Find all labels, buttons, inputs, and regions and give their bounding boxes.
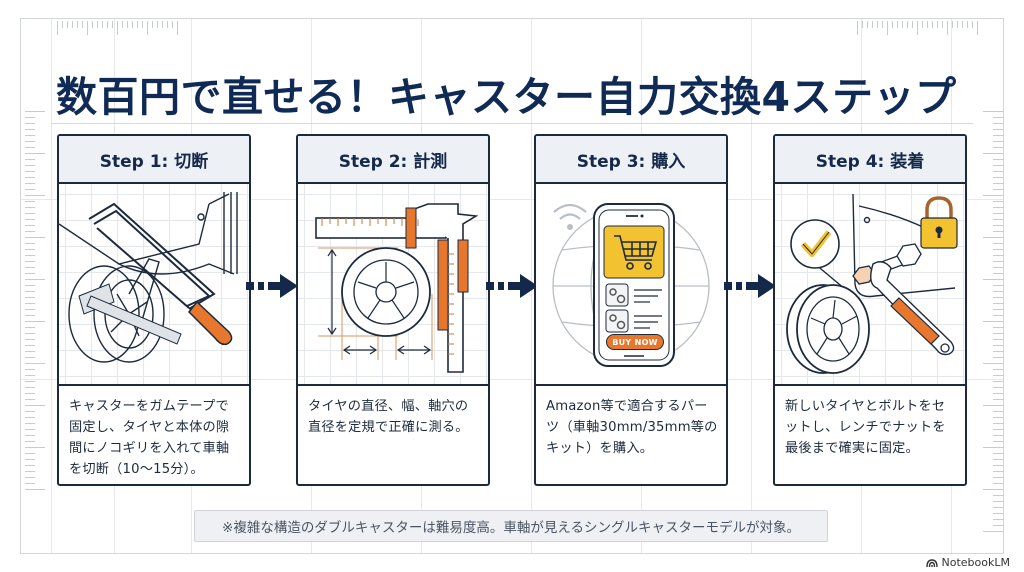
illustration-smartphone: BUY NOW: [536, 184, 726, 386]
page-title: 数百円で直せる！キャスター自力交換4ステップ: [56, 73, 957, 122]
hacksaw-icon: [59, 192, 238, 363]
step-description: タイヤの直径、幅、軸穴の直径を定規で正確に測る。: [308, 399, 469, 435]
buy-now-button[interactable]: BUY NOW: [606, 334, 664, 350]
smartphone-cart-icon: [552, 203, 710, 367]
notebooklm-logo-icon: [925, 558, 938, 567]
brand-watermark: NotebookLM: [925, 556, 1010, 569]
ruler-left: [25, 111, 47, 495]
brand-name: NotebookLM: [941, 556, 1010, 569]
step-card-3: Step 3: 購入: [534, 134, 728, 486]
step-header: Step 1: 切断: [59, 136, 249, 184]
illustration-caliper: [298, 184, 488, 386]
footnote: ※複雑な構造のダブルキャスターは難易度高。車軸が見えるシングルキャスターモデルが…: [194, 510, 828, 542]
arrow-right-icon: [246, 274, 298, 298]
grid-line: [21, 199, 1003, 200]
step-card-4: Step 4: 装着: [773, 134, 967, 486]
grid-line: [21, 379, 1003, 380]
step-header: Step 3: 購入: [536, 136, 726, 184]
ruler-top-left: [57, 21, 182, 35]
arrow-right-icon: [486, 274, 538, 298]
step-header: Step 2: 計測: [298, 136, 488, 184]
arrow-right-icon: [724, 274, 776, 298]
wrench-wheel-icon: [786, 193, 958, 374]
step-description: Amazon等で適合するパーツ（車軸30mm/35mm等のキット）を購入。: [546, 399, 718, 456]
step-header: Step 4: 装着: [775, 136, 965, 184]
step-card-2: Step 2: 計測: [296, 134, 490, 486]
grid-line: [51, 19, 52, 553]
illustration-wrench: [775, 184, 965, 386]
step-description: キャスターをガムテープで固定し、タイヤと本体の隙間にノコギリを入れて車軸を切断（…: [69, 399, 230, 477]
ruler-right: [981, 111, 1003, 537]
title-divider: [51, 123, 973, 124]
step-description: 新しいタイヤとボルトをセットし、レンチでナットを最後まで確実に固定。: [785, 399, 946, 456]
step-card-1: Step 1: 切断: [57, 134, 251, 486]
caliper-icon: [315, 203, 479, 373]
illustration-hacksaw: [59, 184, 249, 386]
ruler-top-right: [857, 21, 982, 35]
